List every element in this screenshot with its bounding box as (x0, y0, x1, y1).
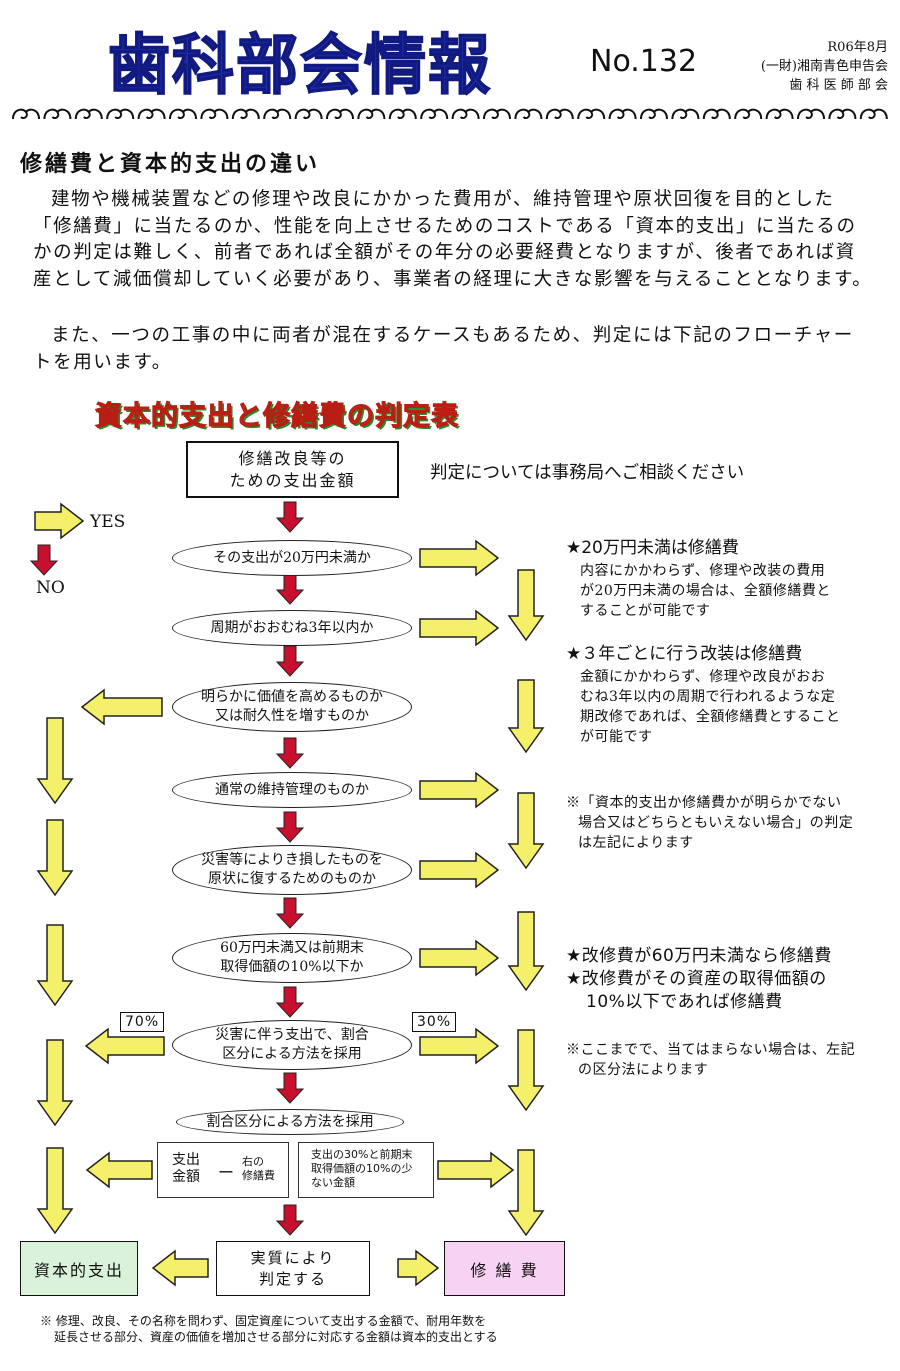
note-otherwise: ※ここまでで、当てはまらない場合は、左記 の区分法によります (566, 1042, 856, 1078)
percent-70-label: 70% (120, 1012, 165, 1032)
issue-date: R06年8月 (827, 40, 888, 55)
yes-arrow-q4 (419, 771, 500, 809)
question-disaster-restore: 災害等によりき損したものを原状に復するためのものか (172, 845, 412, 895)
arrow-to-capital-calc (85, 1151, 153, 1189)
yes-arrow-q3 (80, 688, 163, 726)
note-600k-rule: ★改修費が60万円未満なら修繕費 ★改修費がその資産の取得価額の 10%以下であ… (566, 946, 832, 1012)
yes-arrow-q7-30 (419, 1027, 500, 1065)
question-value-increase: 明らかに価値を高めるものか又は耐久性を増すものか (172, 682, 412, 732)
no-arrow-3 (275, 645, 305, 677)
article-heading: 修繕費と資本的支出の違い (20, 152, 321, 177)
repair-column-arrow-2 (507, 679, 545, 754)
footnote: ※ 修理、改良、その名称を問わず、固定資産について支出する金額で、耐用年数を 延… (40, 1314, 498, 1344)
question-disaster-ratio: 災害に伴う支出で、割合区分による方法を採用 (172, 1020, 412, 1070)
article-paragraph-1: 建物や機械装置などの修理や改良にかかった費用が、維持管理や原状回復を目的とした「… (33, 189, 873, 290)
repair-column-arrow-4 (507, 911, 545, 992)
legend-no-label: NO (36, 578, 65, 598)
percent-30-label: 30% (412, 1012, 457, 1032)
yes-arrow-q2 (419, 609, 500, 647)
start-box: 修繕改良等の ための支出金額 (186, 441, 399, 498)
result-substance-judgement: 実質により判定する (216, 1241, 370, 1296)
result-repair-expense: 修 繕 費 (444, 1241, 565, 1296)
result-capital-expenditure: 資本的支出 (20, 1241, 138, 1296)
yes-arrow-q5 (419, 851, 500, 889)
capital-column-arrow-2 (36, 819, 74, 897)
no-arrow-4 (275, 737, 305, 769)
arrow-to-capital-result (151, 1249, 209, 1287)
organization: (一財)湘南青色申告会 (760, 59, 888, 74)
repair-column-arrow-5 (507, 1029, 545, 1112)
yes-arrow-q6 (419, 939, 500, 977)
issue-number: No.132 (590, 44, 698, 79)
question-3-year-cycle: 周期がおおむね3年以内か (172, 610, 412, 646)
legend-no-arrow (29, 544, 59, 576)
question-under-200k: その支出が20万円未満か (172, 540, 412, 576)
arrow-to-repair-calc (437, 1151, 515, 1189)
note-3-year: ★３年ごとに行う改装は修繕費 金額にかかわらず、修理や改良がおおむね3年以内の周… (566, 644, 841, 745)
note-unclear-case: ※「資本的支出か修繕費かが明らかでない 場合又はどちらともいえない場合」の判定 … (566, 795, 854, 851)
no-arrow-8 (275, 1072, 305, 1104)
arrow-q7-70 (84, 1027, 165, 1065)
arrow-to-repair-result (397, 1249, 440, 1287)
legend-yes-arrow (34, 502, 85, 540)
question-under-600k: 60万円未満又は前期末取得価額の10%以下か (172, 933, 412, 983)
department: 歯 科 医 師 部 会 (789, 78, 888, 93)
ratio-method-adopted: 割合区分による方法を採用 (176, 1109, 404, 1135)
repair-column-arrow-1 (507, 569, 545, 642)
repair-calc-box: 支出の30%と前期末 取得価額の10%の少 ない金額 (298, 1142, 434, 1198)
no-arrow-5 (275, 811, 305, 843)
no-arrow-6 (275, 897, 305, 929)
article-paragraph-2: また、一つの工事の中に両者が混在するケースもあるため、判定には下記のフローチャー… (33, 325, 854, 373)
minus-sign: ー (218, 1163, 235, 1182)
note-under-200k: ★20万円未満は修繕費 内容にかかわらず、修理や改装の費用が20万円未満の場合は… (566, 538, 831, 619)
header-meta: R06年8月 (一財)湘南青色申告会 歯 科 医 師 部 会 (761, 38, 888, 95)
repair-column-arrow-6 (507, 1149, 545, 1237)
flowchart-title: 資本的支出と修繕費の判定表 (95, 401, 459, 433)
consult-note: 判定については事務局へご相談ください (430, 463, 745, 483)
no-arrow-7 (275, 986, 305, 1018)
no-arrow-2 (275, 573, 305, 605)
calc-repair-label: 右の (242, 1155, 264, 1168)
capital-column-arrow-1 (36, 717, 74, 805)
legend-yes-label: YES (90, 512, 126, 532)
capital-column-arrow-4 (36, 1039, 74, 1127)
calc-expense-label: 支出 (172, 1152, 200, 1168)
question-maintenance: 通常の維持管理のものか (172, 772, 412, 808)
capital-column-arrow-5 (36, 1147, 74, 1235)
start-label-1: 修繕改良等の (238, 448, 347, 468)
repair-column-arrow-3 (507, 792, 545, 870)
capital-column-arrow-3 (36, 924, 74, 1007)
start-label-2: ための支出金額 (229, 470, 356, 490)
newsletter-title: 歯科部会情報 (107, 26, 493, 104)
no-arrow-9 (275, 1204, 305, 1236)
yes-arrow-q1 (419, 539, 500, 577)
no-arrow-1 (275, 501, 305, 533)
capital-calc-box: 支出 金額 ー 右の 修繕費 (157, 1142, 289, 1198)
